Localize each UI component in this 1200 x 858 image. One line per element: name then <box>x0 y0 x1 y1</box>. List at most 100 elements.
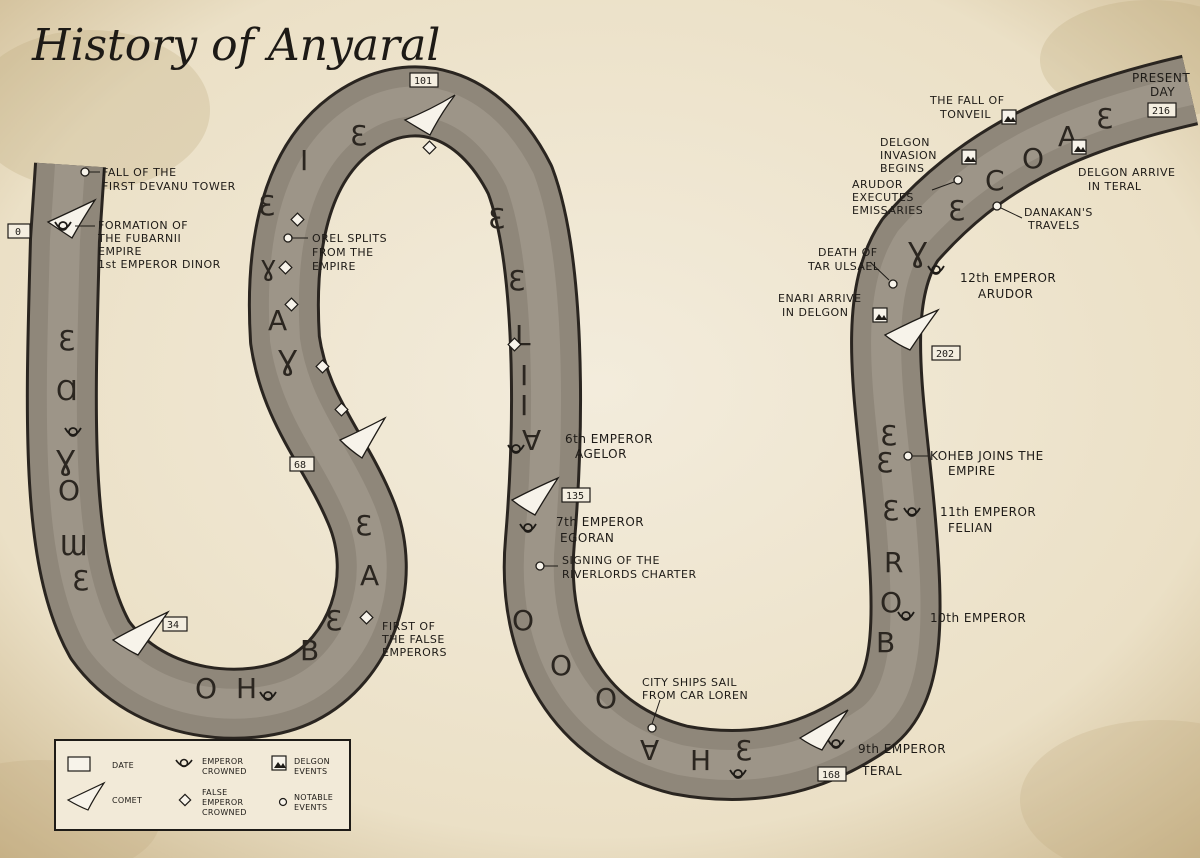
comet-icon <box>510 476 560 516</box>
glyph: Ɣ <box>908 236 928 269</box>
event-label-koheb: KOHEB JOINS THE EMPIRE <box>930 449 1048 478</box>
notable-event-dot <box>80 167 90 177</box>
glyph: H <box>236 672 257 705</box>
diamond-icon <box>422 140 437 155</box>
glyph: O <box>195 672 217 705</box>
date-label: 216 <box>1152 106 1170 117</box>
emperor-crown-icon <box>175 758 193 768</box>
notable-event-dot <box>278 797 288 807</box>
glyph: Ɛ <box>325 604 342 637</box>
glyph: Ɛ <box>488 202 505 235</box>
delgon-event-markers <box>872 109 1087 323</box>
glyph: Ɛ <box>258 189 275 222</box>
notable-event-dot <box>535 561 545 571</box>
glyph: Ɛ <box>508 264 525 297</box>
legend-comet-label: COMET <box>112 796 142 805</box>
date-label: 168 <box>822 770 840 781</box>
present-day-label: PRESENT DAY <box>1132 71 1195 99</box>
emperor-crown-icon <box>897 611 915 621</box>
event-label-charter: SIGNING OF THE RIVERLORDS CHARTER <box>562 554 697 581</box>
river-glyphs: Ɛ Ɑ Ɣ O Ɯ Ɛ O H B Ɛ A Ɛ Ɛ I Ɛ ɣ A Ɣ Ɛ Ɛ … <box>56 102 1113 777</box>
comet-icon <box>338 416 387 459</box>
diamond-icon <box>284 297 299 312</box>
emperor-crown-icon <box>259 691 277 701</box>
date-label: 0 <box>15 227 21 238</box>
event-label-teral: 9th EMPEROR TERAL <box>858 742 950 778</box>
event-label-formation: FORMATION OF THE FUBARNII EMPIRE 1st EMP… <box>97 219 221 271</box>
emperor-crown-icon <box>827 739 845 749</box>
glyph: ɣ <box>260 249 277 282</box>
glyph: Ɛ <box>1096 102 1113 135</box>
event-label-egoran: 7th EMPEROR EGORAN <box>556 515 648 545</box>
glyph: A <box>360 559 379 592</box>
glyph: Ɛ <box>58 324 75 357</box>
event-label-false-emperors: FIRST OF THE FALSE EMPERORS <box>381 620 449 659</box>
comet-icon <box>66 781 106 811</box>
glyph: Ɣ <box>278 344 298 377</box>
emperor-crown-icon <box>64 427 82 437</box>
diamond-icon <box>315 359 330 374</box>
date-box: 135 <box>561 487 591 503</box>
notable-event-dot <box>953 175 963 185</box>
emperor-crown-icon <box>903 507 921 517</box>
notable-event-dot <box>283 233 293 243</box>
glyph: Ɛ <box>72 564 89 597</box>
event-label-orel: OREL SPLITS FROM THE EMPIRE <box>312 232 391 273</box>
emperor-crown-icon <box>729 769 747 779</box>
date-box: 202 <box>931 345 961 361</box>
glyph: H <box>690 744 711 777</box>
emperor-crown-icon <box>927 265 945 275</box>
legend-date-label: DATE <box>112 761 134 770</box>
diamond-icon <box>178 793 192 807</box>
comet-icon <box>798 709 849 751</box>
delgon-event-icon <box>961 149 977 165</box>
event-label-danakan: DANAKAN'S TRAVELS <box>1024 206 1097 232</box>
date-box: 216 <box>1147 102 1177 118</box>
date-label: 101 <box>414 76 432 87</box>
date-box: 168 <box>817 766 847 782</box>
leader-lines <box>75 171 1023 725</box>
delgon-event-icon <box>271 755 287 771</box>
event-label-fall-tower: FALL OF THE FIRST DEVANU TOWER <box>102 166 236 193</box>
date-box: 0 <box>7 223 31 239</box>
legend-false-emperor-label: FALSE EMPEROR CROWNED <box>202 788 247 817</box>
date-label: 34 <box>167 620 179 631</box>
glyph: O <box>595 682 617 715</box>
glyph: Ɛ <box>735 734 752 767</box>
notable-event-dot <box>888 279 898 289</box>
glyph: O <box>1022 142 1044 175</box>
delgon-event-icon <box>1071 139 1087 155</box>
stain <box>0 30 210 190</box>
event-label-city-ships: CITY SHIPS SAIL FROM CAR LOREN <box>642 676 748 702</box>
glyph: Ɛ <box>882 494 899 527</box>
glyph: Ɛ <box>350 119 367 152</box>
notable-event-dot <box>903 451 913 461</box>
event-label-arudor-exec: ARUDOR EXECUTES EMISSARIES <box>852 178 923 217</box>
legend-delgon-label: DELGON EVENTS <box>294 757 333 776</box>
stain <box>1020 720 1200 858</box>
diamond-icon <box>290 212 305 227</box>
event-label-tar-ulsael: DEATH OF TAR ULSAEL <box>807 246 882 273</box>
glyph: I <box>300 144 308 177</box>
event-label-tonveil: THE FALL OF TONVEIL <box>929 94 1009 121</box>
legend-box <box>54 739 351 831</box>
false-emperor-markers <box>278 140 522 625</box>
event-label-tenth: 10th EMPEROR <box>930 611 1026 625</box>
delgon-event-icon <box>872 307 888 323</box>
legend: DATE EMPEROR CROWNED DELGON EVENTS COMET… <box>54 739 351 831</box>
glyph: O <box>58 474 80 507</box>
event-label-delgon-invasion: DELGON INVASION BEGINS <box>880 136 941 175</box>
comet-icon <box>403 94 456 136</box>
glyph: O <box>880 586 902 619</box>
emperor-crowned-markers <box>54 221 945 779</box>
date-label: 68 <box>294 460 306 471</box>
comet-icon <box>883 308 940 351</box>
glyph: B <box>876 626 895 659</box>
delgon-event-icon <box>1001 109 1017 125</box>
date-box: 34 <box>162 616 188 632</box>
page-title: History of Anyaral <box>31 20 440 71</box>
date-icon <box>67 756 91 772</box>
event-label-enari: ENARI ARRIVE IN DELGON <box>778 292 866 319</box>
